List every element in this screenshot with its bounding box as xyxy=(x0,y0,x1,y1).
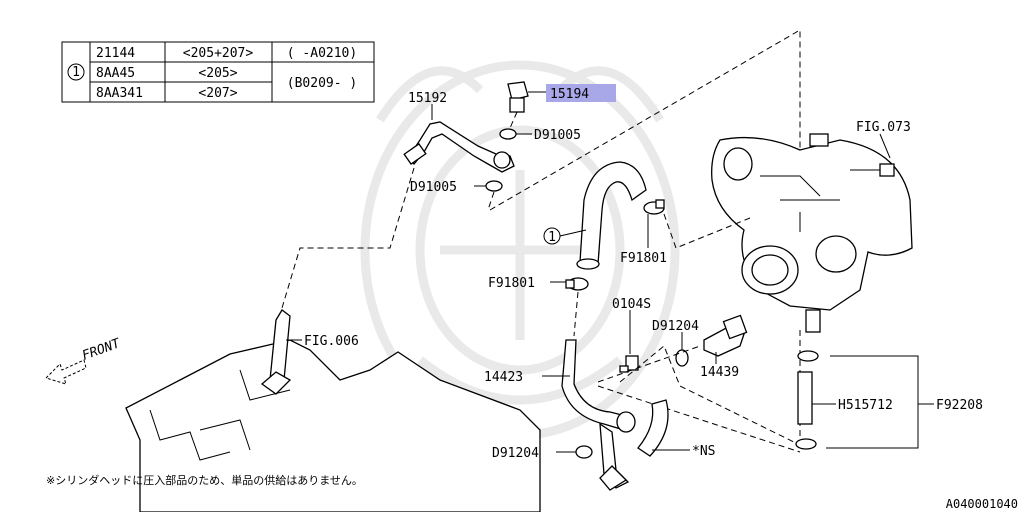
label-d91204-lower: D91204 xyxy=(492,446,539,461)
table-cell-range-1: ( -A0210) xyxy=(287,46,357,61)
label-f92208: F92208 xyxy=(936,398,983,413)
gasket-d91204-upper[interactable] xyxy=(675,349,689,367)
guide-line-turbo xyxy=(663,213,751,249)
turbocharger-fig073[interactable] xyxy=(711,133,913,333)
diagram-id: A040001040 xyxy=(946,497,1018,511)
hose-section-ns[interactable] xyxy=(599,399,669,491)
clamp-f92208-upper[interactable] xyxy=(797,350,819,362)
label-d91005-lower: D91005 xyxy=(410,180,457,195)
hose-circle-1[interactable] xyxy=(576,161,647,270)
hose-h515712[interactable] xyxy=(797,371,813,425)
table-cell-part-2: 8AA45 xyxy=(96,66,135,81)
union-bolt-14439[interactable] xyxy=(703,314,748,357)
label-ns: *NS xyxy=(692,444,715,459)
table-cell-part-3: 8AA341 xyxy=(96,86,143,101)
label-f91801-lower: F91801 xyxy=(488,276,535,291)
gasket-d91005-lower[interactable] xyxy=(485,180,503,192)
label-14423: 14423 xyxy=(484,370,523,385)
table-cell-model-1: <205+207> xyxy=(183,46,254,61)
table-cell-model-3: <207> xyxy=(198,86,237,101)
label-fig073: FIG.073 xyxy=(856,120,911,135)
table-marker: 1 xyxy=(72,65,80,80)
label-hose-marker: 1 xyxy=(548,230,556,245)
oil-feed-pipe-15192[interactable] xyxy=(403,121,515,173)
table-circle-marker xyxy=(67,63,85,81)
clamp-f91801-lower[interactable] xyxy=(565,277,589,291)
bracket-f92208 xyxy=(826,355,934,449)
clamp-f91801-upper[interactable] xyxy=(643,199,665,215)
table-cell-model-2: <205> xyxy=(198,66,237,81)
label-0104s: 0104S xyxy=(612,297,651,312)
label-h515712: H515712 xyxy=(838,398,893,413)
table-cell-range-2: (B0209- ) xyxy=(287,76,357,91)
label-15194: 15194 xyxy=(550,87,589,102)
union-bolt-15194[interactable] xyxy=(507,81,529,113)
part-number-table: 1 21144 <205+207> ( -A0210) 8AA45 <205> … xyxy=(61,41,375,103)
bolt-0104s[interactable] xyxy=(619,355,639,373)
clamp-f92208-lower[interactable] xyxy=(795,438,817,450)
water-pipe-14423[interactable] xyxy=(561,339,636,489)
label-d91005-upper: D91005 xyxy=(534,128,581,143)
gasket-d91005-upper[interactable] xyxy=(499,128,517,140)
guide-line-lower xyxy=(597,345,803,453)
label-fig006: FIG.006 xyxy=(304,334,359,349)
front-direction-arrow: FRONT xyxy=(45,336,123,385)
cylinder-head-fig006[interactable] xyxy=(125,309,541,512)
footer-note: ※シリンダヘッドに圧入部品のため、単品の供給はありません。 xyxy=(46,473,363,487)
gasket-d91204-lower[interactable] xyxy=(575,445,593,459)
label-f91801-upper: F91801 xyxy=(620,251,667,266)
guide-line-pipe xyxy=(281,167,415,309)
label-front: FRONT xyxy=(80,336,123,364)
label-15192: 15192 xyxy=(408,91,447,106)
label-14439: 14439 xyxy=(700,365,739,380)
highlight-15194 xyxy=(546,84,616,102)
table-cell-part-1: 21144 xyxy=(96,46,135,61)
label-d91204-upper: D91204 xyxy=(652,319,699,334)
